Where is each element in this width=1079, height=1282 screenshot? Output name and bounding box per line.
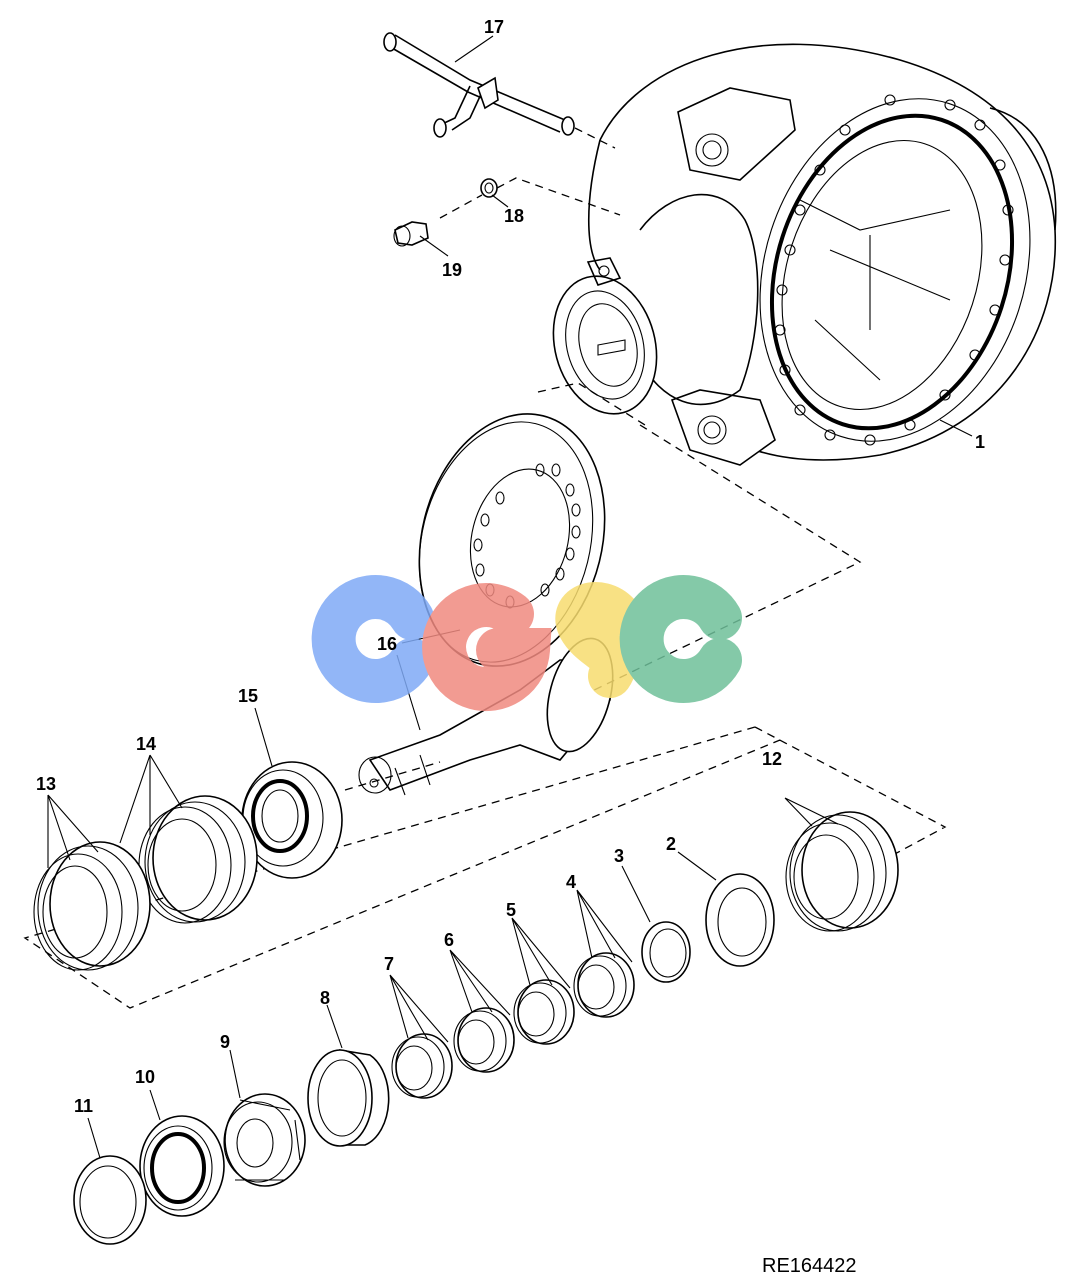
callout-10: 10: [135, 1067, 155, 1087]
callout-9: 9: [220, 1032, 230, 1052]
shims-part-14: [138, 795, 258, 924]
reference-code: RE164422: [762, 1255, 857, 1277]
callout-1: 1: [975, 432, 985, 452]
callout-14: 14: [136, 734, 156, 754]
washer-part-2: [705, 873, 775, 967]
shims-part-13: [33, 841, 151, 971]
ring-part-3: [641, 921, 691, 983]
watermark-letter-s: [555, 582, 640, 698]
callout-18: 18: [504, 206, 524, 226]
callout-labels: 1 2 3 4 5 6 7 8 9 10 11 12 13 14 15 16 1…: [36, 17, 985, 1116]
shims-part-4: [573, 952, 635, 1018]
callout-12: 12: [762, 749, 782, 769]
housing-bolt-holes: [774, 94, 1014, 446]
bearing-cup-part-10: [139, 1115, 225, 1217]
shims-part-6: [453, 1007, 515, 1073]
callout-5: 5: [506, 900, 516, 920]
callout-11: 11: [74, 1096, 93, 1116]
assembly-line-lower: [23, 726, 947, 1009]
shims-part-5: [513, 979, 575, 1045]
spacer-part-8: [307, 1049, 390, 1147]
callout-19: 19: [442, 260, 462, 280]
callout-4: 4: [566, 872, 576, 892]
seal-ring-part-11: [73, 1155, 147, 1245]
callout-16: 16: [377, 634, 397, 654]
callout-8: 8: [320, 988, 330, 1008]
tube-part-17: [383, 32, 575, 138]
callout-7: 7: [384, 954, 394, 974]
watermark-logo: [311, 575, 742, 712]
callout-3: 3: [614, 846, 624, 866]
callout-13: 13: [36, 774, 56, 794]
callout-17: 17: [484, 17, 504, 37]
shims-part-7: [391, 1033, 453, 1099]
o-ring-part-18: [480, 178, 498, 198]
callout-6: 6: [444, 930, 454, 950]
housing-part-1: [552, 43, 1057, 466]
watermark-letter-c2: [619, 575, 742, 703]
shims-part-12: [785, 811, 899, 932]
watermark-letter-g: [422, 583, 552, 712]
cone-bearing-part-9: [223, 1093, 306, 1187]
watermark-letter-c: [311, 575, 434, 703]
bearing-cup-part-15: [241, 761, 343, 879]
assembly-line-upper: [439, 127, 862, 693]
callout-15: 15: [238, 686, 258, 706]
callout-2: 2: [666, 834, 676, 854]
plug-part-19: [393, 221, 429, 247]
